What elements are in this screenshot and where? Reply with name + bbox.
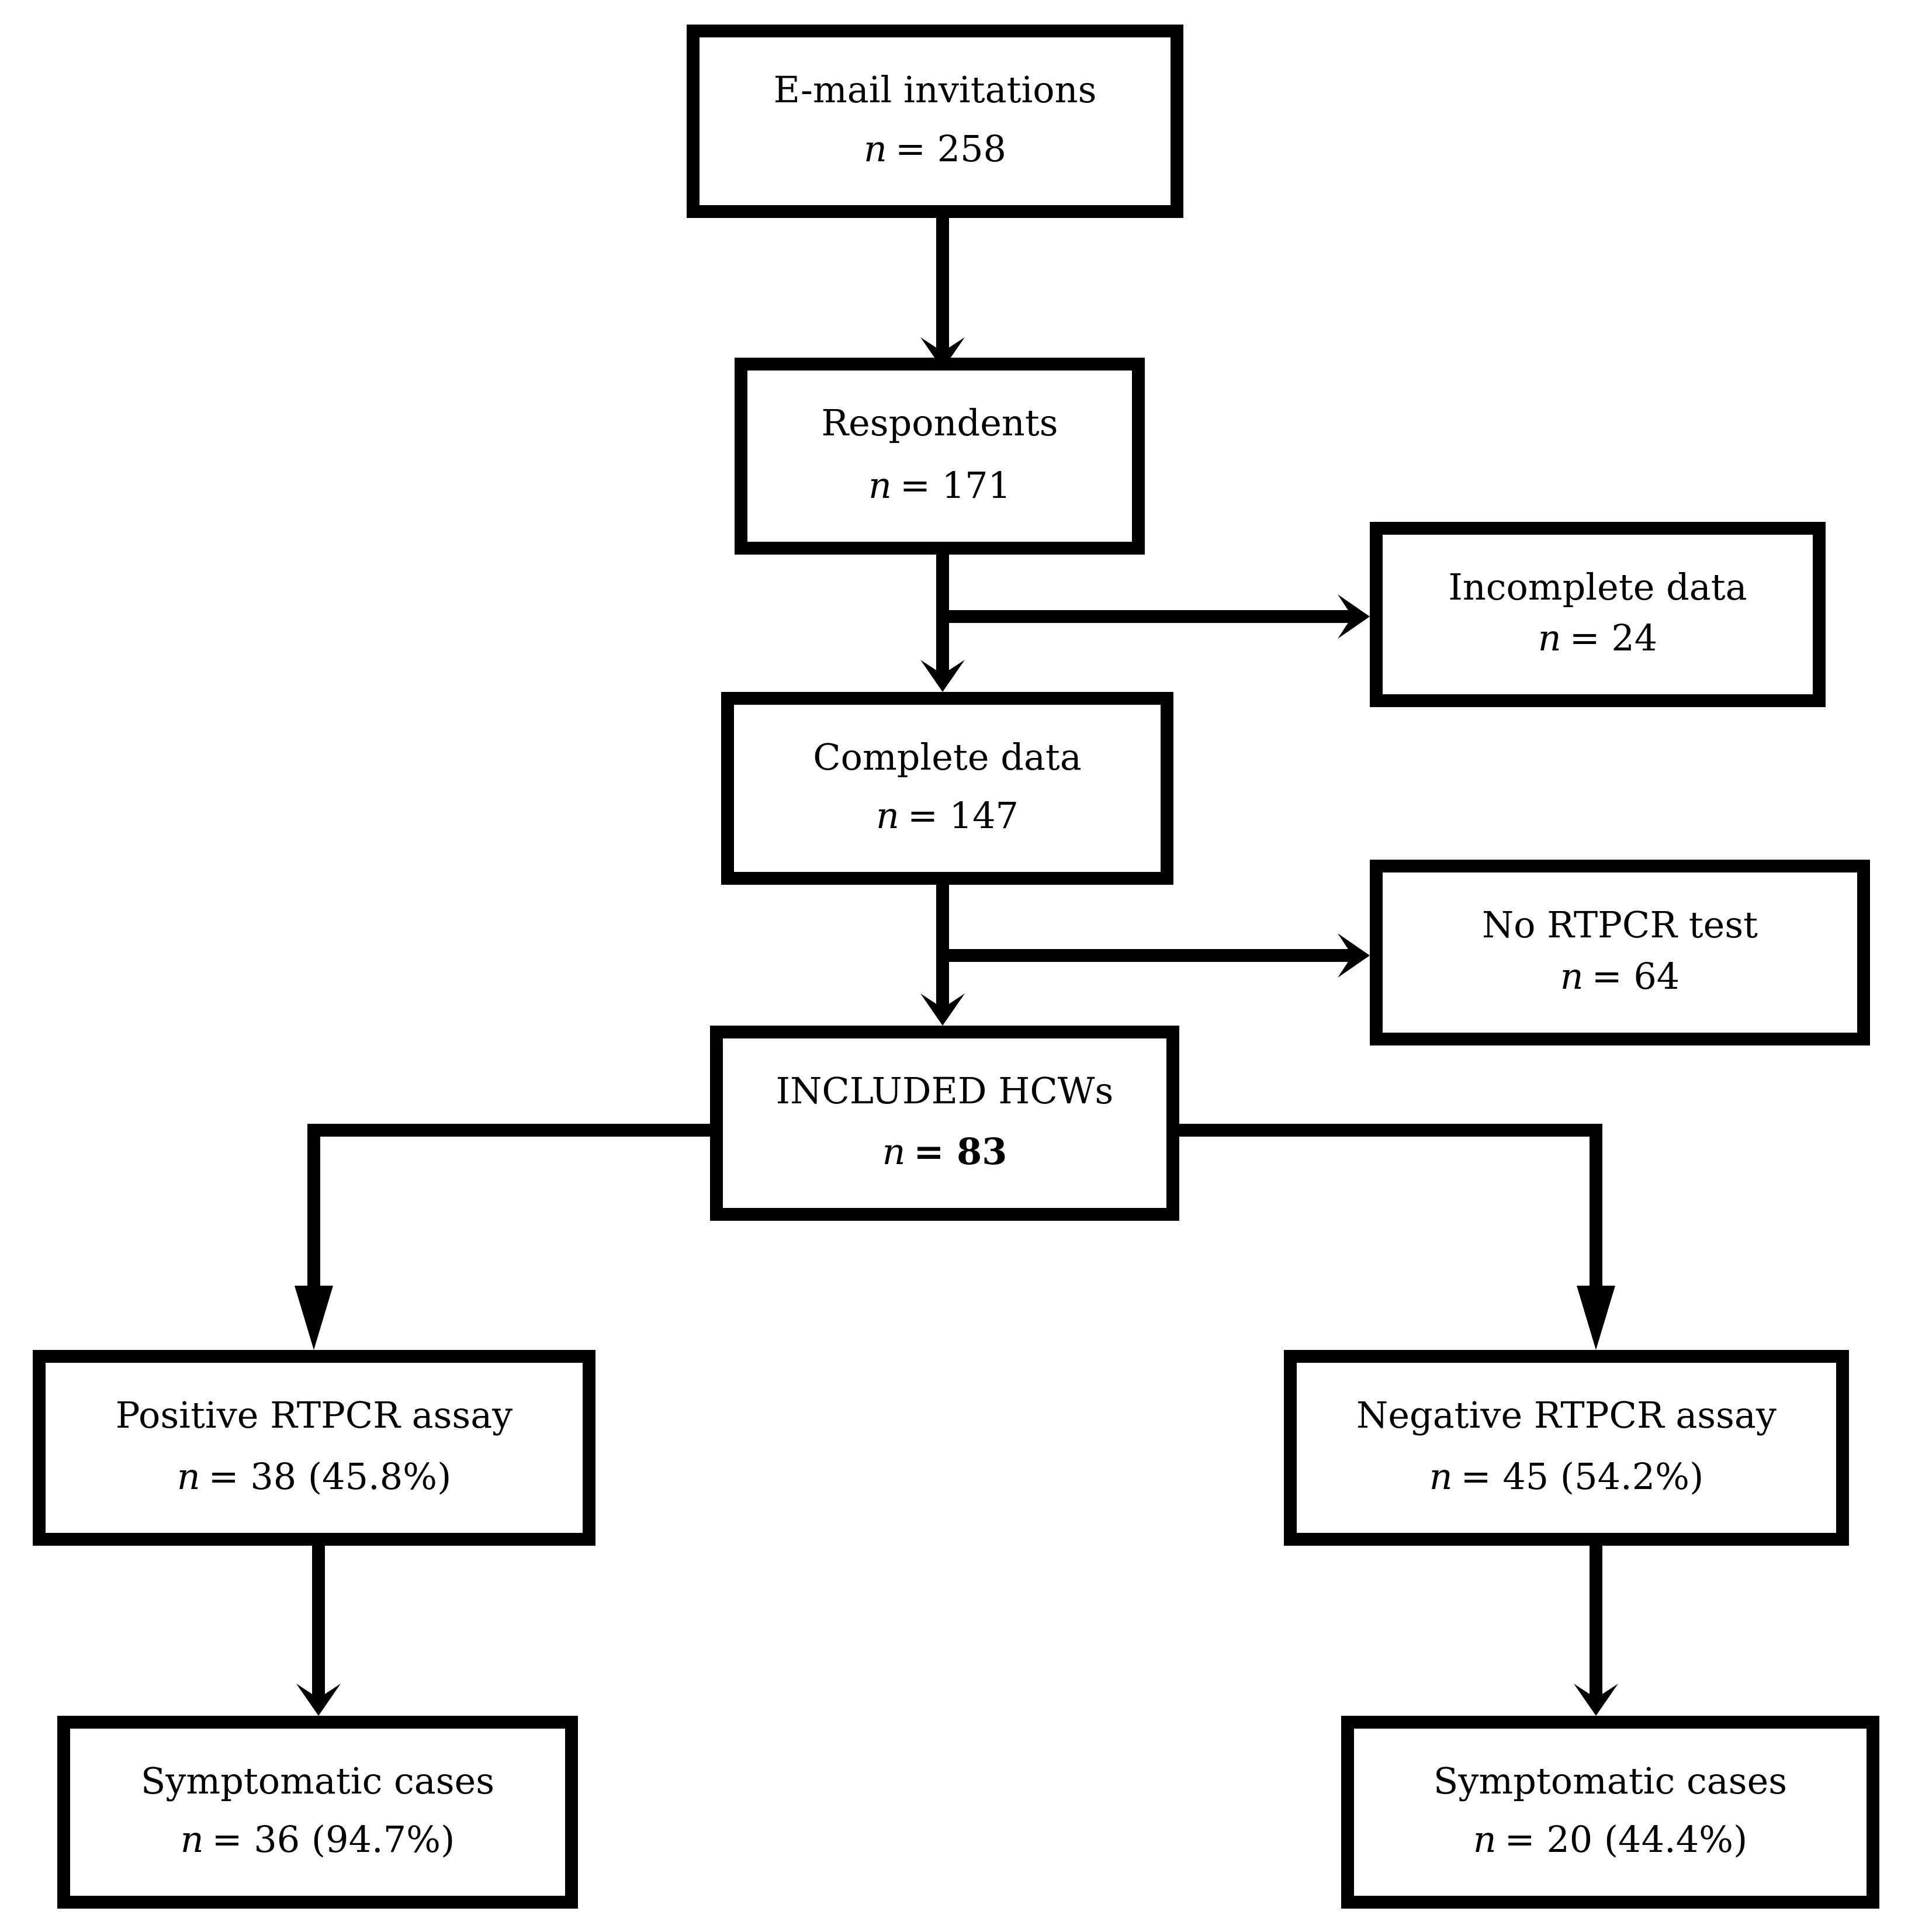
box-included-hcws-label: INCLUDED HCWs <box>775 1069 1114 1112</box>
box-symptomatic-positive-label: Symptomatic cases <box>140 1760 495 1802</box>
box-email-invitations-label: E-mail invitations <box>773 68 1097 111</box>
box-no-rtpcr-test-label: No RTPCR test <box>1481 903 1758 946</box>
n-symbol: n <box>864 127 887 170</box>
box-email-invitations-n: n= 258 <box>864 126 1006 172</box>
arrowhead-into-symptomatic-right <box>1574 1684 1618 1716</box>
n-value: = 258 <box>895 127 1006 170</box>
n-symbol: n <box>176 1455 200 1498</box>
n-value: = 38 (45.8%) <box>208 1455 452 1498</box>
arrowhead-into-complete <box>920 660 965 692</box>
n-value: = 64 <box>1591 955 1680 998</box>
box-incomplete-data: Incomplete data n= 24 <box>1370 522 1826 707</box>
n-value: = 20 (44.4%) <box>1504 1818 1748 1861</box>
box-incomplete-data-label: Incomplete data <box>1448 566 1747 608</box>
n-symbol: n <box>1560 955 1584 998</box>
n-value: = 24 <box>1569 617 1658 659</box>
n-value: = 171 <box>899 464 1011 507</box>
n-symbol: n <box>882 1130 906 1173</box>
box-included-hcws-n: n= 83 <box>882 1128 1007 1175</box>
arrowhead-into-positive <box>295 1286 333 1350</box>
box-negative-rtpcr: Negative RTPCR assay n= 45 (54.2%) <box>1284 1350 1849 1546</box>
n-value: = 83 <box>913 1130 1007 1173</box>
n-value: = 147 <box>907 794 1019 837</box>
box-complete-data: Complete data n= 147 <box>721 692 1173 885</box>
box-negative-rtpcr-label: Negative RTPCR assay <box>1356 1394 1777 1436</box>
n-symbol: n <box>868 464 892 507</box>
box-no-rtpcr-test-n: n= 64 <box>1560 953 1680 1000</box>
box-symptomatic-negative-label: Symptomatic cases <box>1433 1760 1788 1802</box>
box-no-rtpcr-test: No RTPCR test n= 64 <box>1370 860 1870 1045</box>
arrowhead-into-negative <box>1577 1286 1615 1350</box>
n-symbol: n <box>1429 1455 1453 1498</box>
arrowhead-into-incomplete <box>1338 594 1370 639</box>
arrowhead-into-symptomatic-left <box>296 1684 341 1716</box>
box-symptomatic-positive-n: n= 36 (94.7%) <box>181 1816 455 1863</box>
n-value: = 45 (54.2%) <box>1460 1455 1704 1498</box>
box-symptomatic-negative: Symptomatic cases n= 20 (44.4%) <box>1341 1716 1879 1909</box>
box-email-invitations: E-mail invitations n= 258 <box>687 25 1183 218</box>
arrowhead-into-included <box>920 993 965 1026</box>
box-incomplete-data-n: n= 24 <box>1538 615 1658 662</box>
n-value: = 36 (94.7%) <box>212 1818 455 1861</box>
n-symbol: n <box>1538 617 1561 659</box>
box-symptomatic-positive: Symptomatic cases n= 36 (94.7%) <box>57 1716 578 1909</box>
box-positive-rtpcr: Positive RTPCR assay n= 38 (45.8%) <box>33 1350 595 1546</box>
box-complete-data-n: n= 147 <box>876 792 1019 839</box>
box-included-hcws: INCLUDED HCWs n= 83 <box>710 1026 1179 1221</box>
arrowhead-into-nortpcr <box>1338 933 1370 978</box>
arrowhead-into-respondents <box>920 337 965 369</box>
box-symptomatic-negative-n: n= 20 (44.4%) <box>1473 1816 1748 1863</box>
box-positive-rtpcr-n: n= 38 (45.8%) <box>177 1453 452 1500</box>
box-complete-data-label: Complete data <box>813 736 1082 778</box>
box-positive-rtpcr-label: Positive RTPCR assay <box>115 1394 513 1436</box>
box-respondents-label: Respondents <box>821 401 1058 444</box>
box-respondents-n: n= 171 <box>868 462 1011 509</box>
box-negative-rtpcr-n: n= 45 (54.2%) <box>1429 1453 1704 1500</box>
n-symbol: n <box>876 794 899 837</box>
n-symbol: n <box>180 1818 204 1861</box>
box-respondents: Respondents n= 171 <box>735 358 1145 555</box>
n-symbol: n <box>1473 1818 1497 1861</box>
